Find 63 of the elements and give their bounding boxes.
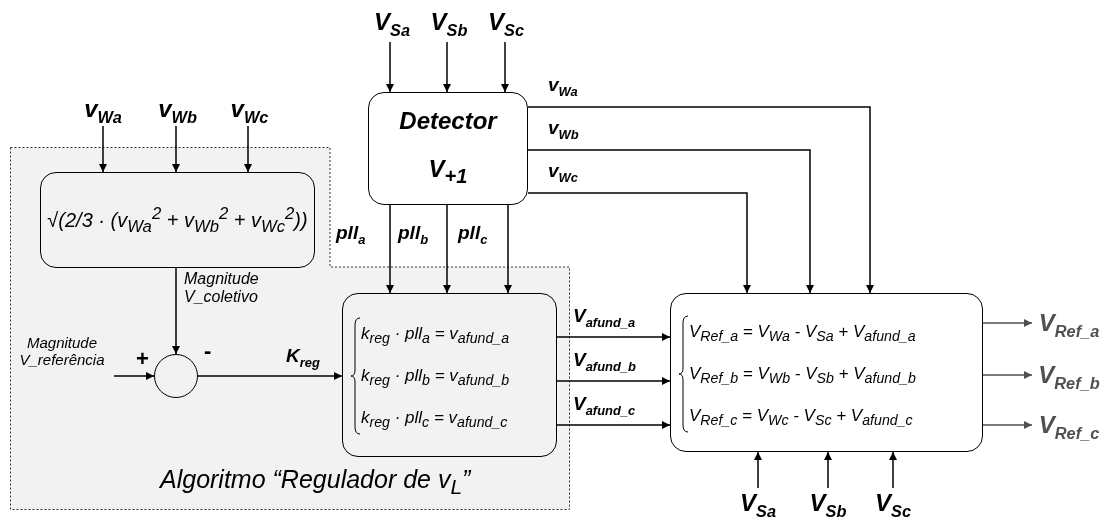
sign-label: + [136, 346, 149, 372]
region-title: Algoritmo “Regulador de v$_{L}$” [160, 465, 471, 494]
equation: V$_{Ref_a}$ = V$_{Wa}$ - V$_{Sa}$ + V$_{afund_a}$ [689, 320, 916, 346]
signal-label: V$_{Ref_a}$ [1032, 304, 1106, 342]
edge-label: Magnitude V_coletivo [184, 270, 260, 306]
equation: k$_{reg}$ · pll$_{b}$ = v$_{afund_b}$ [361, 365, 509, 391]
arrow [504, 204, 512, 294]
equation: V$_{Ref_c}$ = V$_{Wc}$ - V$_{Sc}$ + V$_{afund_c}$ [689, 404, 914, 430]
edge-label: v$_{Wb}$ [548, 117, 579, 139]
signal-label: v$_{Wb}$ [150, 92, 205, 126]
arrow [244, 125, 252, 173]
edge-label: v$_{Wa}$ [548, 74, 578, 96]
arrow [556, 333, 671, 341]
edge-label: V$_{afund_b}$ [573, 349, 636, 371]
detector-box [368, 92, 528, 205]
input-label: Magnitude V_referência [10, 334, 114, 382]
signal-label: V$_{Sc}$ [480, 2, 532, 42]
arrow [556, 377, 671, 385]
equation: k$_{reg}$ · pll$_{c}$ = v$_{afund_c}$ [361, 407, 509, 433]
arrow [982, 319, 1033, 327]
arrow [556, 421, 671, 429]
block-title: Detector [398, 107, 499, 135]
arrow [824, 451, 832, 489]
arrow [113, 372, 155, 380]
signal-label: V$_{Ref_c}$ [1032, 406, 1106, 444]
equation: k$_{reg}$ · pll$_{a}$ = v$_{afund_a}$ [361, 323, 509, 349]
formula-box [40, 172, 315, 268]
edge-label: pll$_{b}$ [398, 222, 429, 244]
equation-box [670, 293, 983, 452]
edge-label: V$_{afund_c}$ [573, 393, 636, 415]
signal-label: v$_{Wc}$ [222, 92, 277, 126]
formula: √(2/3 · (v$_{Wa}$$^{2}$ + v$_{Wb}$$^{2}$ + v$_{Wc}$$^{2}$)) [47, 208, 308, 232]
signal-label: V$_{Sc}$ [868, 488, 918, 518]
arrow [386, 41, 394, 93]
edge-label: V$_{afund_a}$ [573, 305, 636, 327]
block-subtitle: V$_{+1}$ [427, 155, 469, 183]
arrow [527, 192, 751, 294]
arrow [501, 41, 509, 93]
arrow [197, 372, 343, 380]
edge-label: pll$_{c}$ [458, 222, 488, 244]
signal-label: v$_{Wa}$ [78, 92, 128, 126]
signal-label: V$_{Ref_b}$ [1032, 356, 1106, 394]
arrow [527, 106, 874, 294]
arrow [527, 149, 814, 294]
arrow [386, 204, 394, 294]
signal-label: V$_{Sa}$ [366, 2, 418, 42]
arrow [754, 451, 762, 489]
signal-label: V$_{Sb}$ [423, 2, 475, 42]
arrow [982, 371, 1033, 379]
arrow [443, 41, 451, 93]
signal-label: V$_{Sa}$ [733, 488, 783, 518]
edge-label: v$_{Wc}$ [548, 160, 578, 182]
arrow [99, 125, 107, 173]
arrow [443, 204, 451, 294]
edge-label: pll$_{a}$ [336, 222, 366, 244]
arrow [172, 125, 180, 173]
equation: V$_{Ref_b}$ = V$_{Wb}$ - V$_{Sb}$ + V$_{afund_b}$ [689, 362, 916, 388]
arrow [982, 421, 1033, 429]
arrow [889, 451, 897, 489]
signal-label: V$_{Sb}$ [803, 488, 853, 518]
equation-box [342, 293, 557, 457]
sign-label: - [204, 338, 212, 364]
arrow [172, 267, 180, 355]
